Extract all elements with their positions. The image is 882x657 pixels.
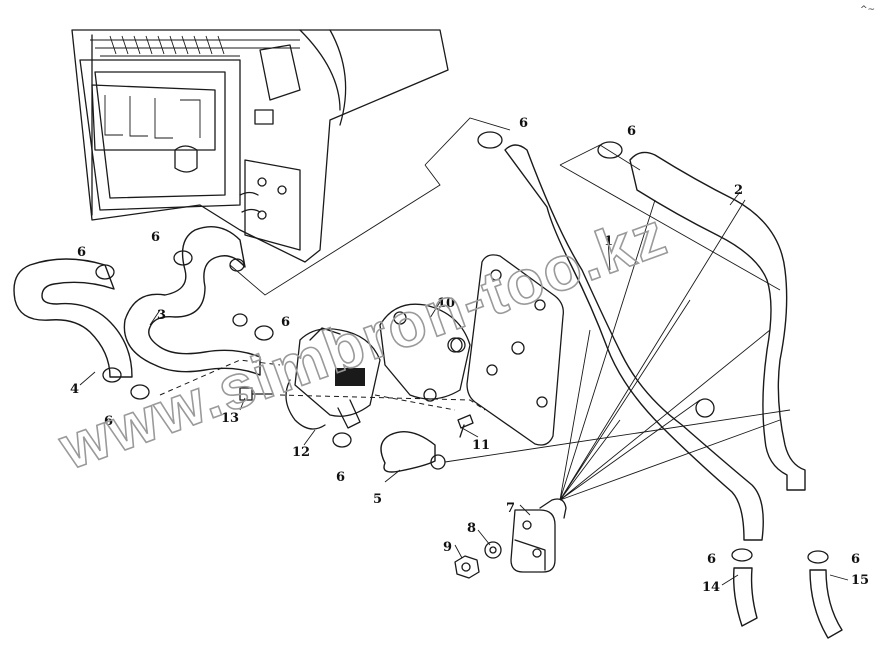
part-labels: 1 2 3 4 5 6 6 6 6 6 6 6 6 6 7 8 9 10 11 … [70, 116, 869, 595]
label-part-13: 13 [221, 411, 239, 426]
label-part-6-mid: 6 [281, 315, 290, 330]
label-part-4: 4 [70, 382, 79, 397]
nut-9 [454, 555, 480, 579]
routing-lines [159, 117, 791, 463]
label-part-6-bottom-right: 6 [851, 552, 860, 567]
hose-3 [123, 226, 261, 376]
heater-valve-assembly [285, 327, 381, 430]
label-part-9: 9 [443, 540, 452, 555]
label-part-6-top-right: 6 [627, 124, 636, 139]
label-part-15: 15 [851, 573, 869, 588]
label-part-12: 12 [292, 445, 310, 460]
callout-leaders [79, 191, 849, 586]
bolt-13 [239, 387, 273, 401]
label-part-6-top-left: 6 [519, 116, 528, 131]
label-part-6-upper-left: 6 [151, 230, 160, 245]
label-part-6-lower-left: 6 [104, 414, 113, 429]
hose-4 [13, 258, 133, 378]
label-part-11: 11 [472, 438, 490, 453]
label-part-6-bottom-left: 6 [707, 552, 716, 567]
label-part-1: 1 [604, 234, 613, 249]
label-part-6-lower-mid: 6 [336, 470, 345, 485]
hose-5 [380, 431, 436, 473]
hose-1 [504, 144, 764, 541]
hose-2 [629, 151, 806, 491]
hose-clamps [95, 131, 829, 564]
bolt-11 [457, 414, 474, 438]
label-part-8: 8 [467, 521, 476, 536]
hose-14 [732, 567, 758, 627]
label-part-6-left: 6 [77, 245, 86, 260]
bracket-7 [510, 498, 567, 573]
label-part-10: 10 [437, 296, 455, 311]
corner-mark: ^~ [860, 5, 875, 15]
heater-unit-drawing [71, 29, 449, 263]
label-part-2: 2 [734, 183, 743, 198]
label-part-3: 3 [157, 308, 166, 323]
label-part-7: 7 [506, 501, 515, 516]
mounting-plate [466, 254, 715, 446]
washer-8 [484, 541, 502, 559]
label-part-5: 5 [373, 492, 382, 507]
label-part-14: 14 [702, 580, 720, 595]
hose-15 [809, 569, 843, 639]
